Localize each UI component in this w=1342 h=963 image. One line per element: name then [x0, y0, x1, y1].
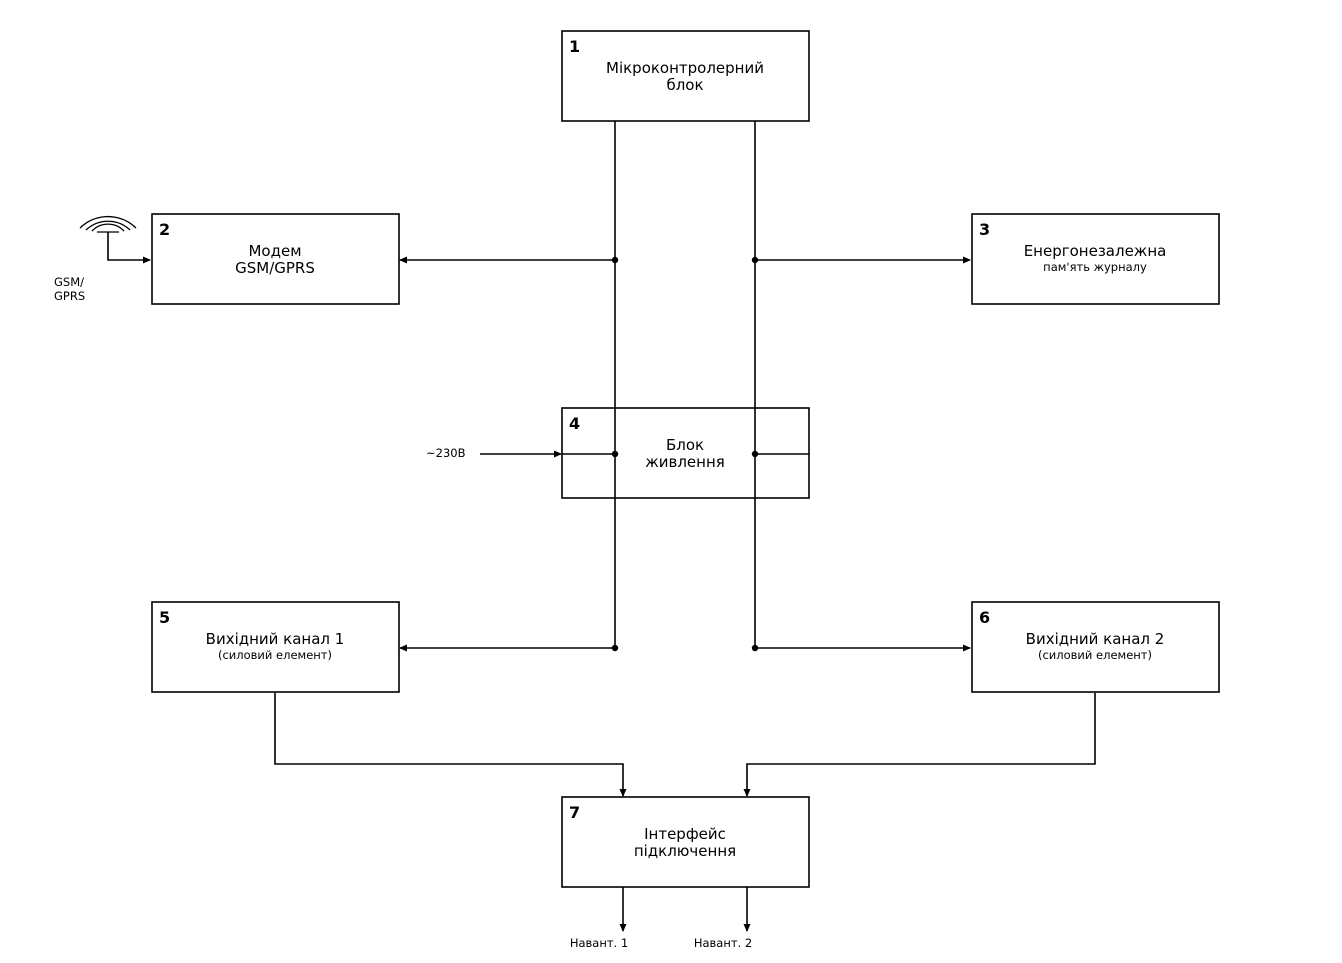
block-2-number: 2 [159, 220, 170, 239]
wire-antenna-feed [107, 232, 151, 264]
load-2-label: Навант. 2 [694, 936, 752, 950]
block-7-interface: 7 Інтерфейс підключення [561, 796, 810, 888]
wire-channel-2-to-interface [743, 693, 1096, 797]
block-6-number: 6 [979, 608, 990, 627]
block-4-title: Блок [666, 436, 704, 454]
block-6-subtitle: (силовий елемент) [1038, 648, 1152, 662]
block-5-title: Вихідний канал 1 [206, 630, 345, 648]
block-3-memory: 3 Енергонезалежна пам'ять журналу [971, 213, 1220, 305]
block-7-subtitle: підключення [634, 842, 736, 860]
block-4-number: 4 [569, 414, 580, 433]
connections [107, 121, 1096, 932]
junction-dot [611, 644, 619, 652]
block-1-title: Мікроконтролерний [606, 59, 764, 77]
block-3-number: 3 [979, 220, 990, 239]
wire-channel-1-to-interface [274, 693, 627, 797]
block-4-subtitle: живлення [645, 453, 725, 471]
antenna-icon [79, 215, 137, 233]
block-5-output-channel-1: 5 Вихідний канал 1 (силовий елемент) [151, 601, 400, 693]
block-6-title: Вихідний канал 2 [1026, 630, 1165, 648]
block-2-title: Модем [248, 242, 301, 260]
mains-label: ~230В [426, 446, 466, 460]
junction-dot [751, 256, 759, 264]
block-3-subtitle: пам'ять журналу [1043, 260, 1147, 274]
block-3-title: Енергонезалежна [1024, 242, 1167, 260]
junction-dot [611, 256, 619, 264]
junction-dot [751, 450, 759, 458]
load-1-label: Навант. 1 [570, 936, 628, 950]
block-1-microcontroller: 1 Мікроконтролерний блок [561, 30, 810, 122]
block-5-number: 5 [159, 608, 170, 627]
gsm-label-line-2: GPRS [54, 289, 85, 303]
block-7-number: 7 [569, 803, 580, 822]
block-2-subtitle: GSM/GPRS [235, 259, 315, 277]
block-4-power: 4 Блок живлення [561, 407, 810, 499]
block-2-modem: 2 Модем GSM/GPRS [151, 213, 400, 305]
junctions [611, 256, 759, 652]
block-1-number: 1 [569, 37, 580, 56]
block-7-title: Інтерфейс [644, 825, 726, 843]
block-5-subtitle: (силовий елемент) [218, 648, 332, 662]
block-1-subtitle: блок [666, 76, 703, 94]
block-6-output-channel-2: 6 Вихідний канал 2 (силовий елемент) [971, 601, 1220, 693]
gsm-label-line-1: GSM/ [54, 275, 84, 289]
junction-dot [751, 644, 759, 652]
junction-dot [611, 450, 619, 458]
